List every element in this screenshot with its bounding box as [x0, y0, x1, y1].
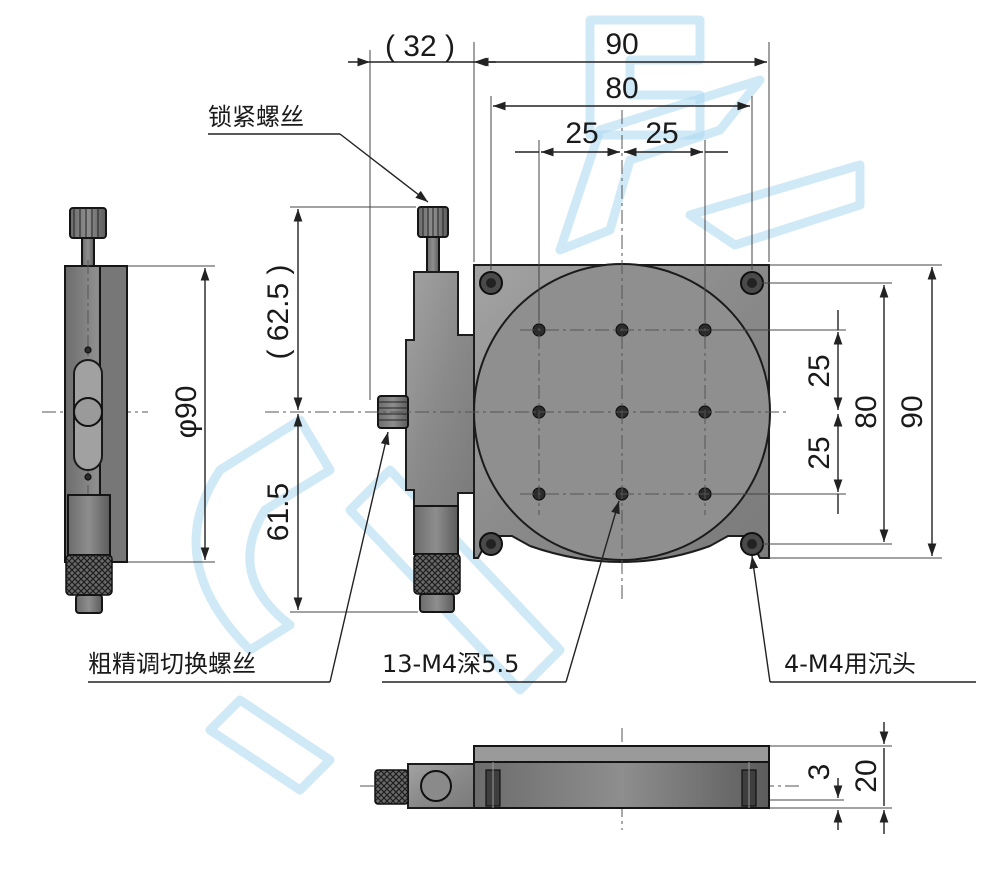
label-tapped-holes: 13-M4深5.5 — [382, 650, 519, 678]
front-view — [265, 110, 790, 613]
dim-height-upper: ( 62.5 ) — [262, 264, 295, 359]
vertical-dimensions-right: 25 25 80 90 — [712, 264, 942, 559]
label-counterbore-holes: 4-M4用沉头 — [784, 650, 916, 678]
dim-diameter: φ90 — [170, 386, 203, 439]
label-lock-screw: 锁紧螺丝 — [208, 103, 304, 131]
label-switch-screw: 粗精调切换螺丝 — [88, 650, 256, 678]
callouts: 锁紧螺丝 粗精调切换螺丝 13-M4深5.5 4-M4用沉头 — [88, 103, 976, 683]
dim-thickness: 20 — [850, 759, 883, 792]
dim-overhang: ( 32 ) — [385, 30, 455, 63]
dim-pitch-left: 25 — [565, 117, 598, 150]
micrometer-knob-side — [65, 554, 113, 596]
dim-height-outer: 90 — [896, 395, 929, 428]
dim-base-step: 3 — [803, 764, 836, 781]
dim-height-mount: 80 — [850, 395, 883, 428]
dim-vert-pitch-upper: 25 — [803, 354, 836, 387]
adjuster-block — [405, 271, 479, 507]
side-view-left — [42, 207, 148, 614]
micrometer-knob — [413, 553, 461, 595]
dim-width-mount: 80 — [605, 72, 638, 105]
dim-height-lower: 61.5 — [262, 483, 295, 541]
diameter-dimension: φ90 — [128, 265, 215, 563]
side-view-bottom: 3 20 — [360, 722, 892, 834]
horizontal-dimensions: ( 32 ) 90 80 25 25 — [348, 28, 770, 400]
dim-pitch-right: 25 — [645, 117, 678, 150]
switch-screw-knob-bottom — [374, 769, 409, 805]
vertical-dimensions-left: ( 62.5 ) 61.5 — [262, 206, 418, 613]
dim-width-outer: 90 — [605, 28, 638, 61]
lock-knob-side — [69, 207, 107, 239]
dim-vert-pitch-lower: 25 — [803, 436, 836, 469]
